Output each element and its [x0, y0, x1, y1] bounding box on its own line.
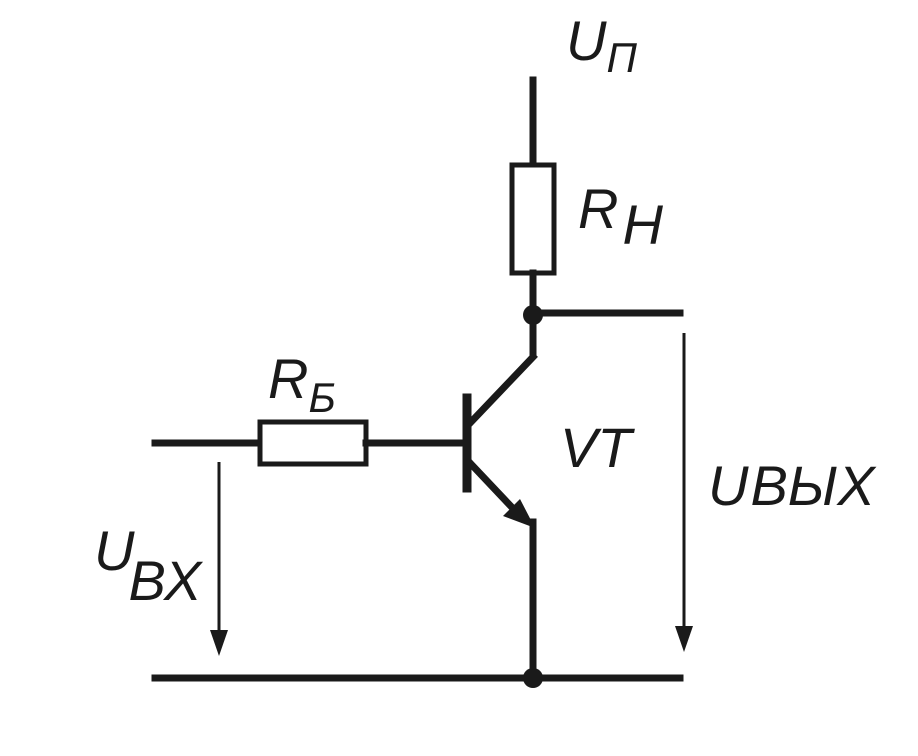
- output-voltage-arrowhead: [675, 626, 693, 652]
- input-voltage-arrowhead: [210, 630, 228, 656]
- load-resistor-label-main: R: [578, 177, 618, 240]
- output-voltage-label-main: U: [708, 454, 749, 517]
- transistor-collector-lead: [466, 352, 538, 427]
- output-voltage-label: UВЫХ: [708, 454, 877, 517]
- base-resistor: [257, 419, 369, 467]
- base-resistor-label-sub: Б: [308, 374, 335, 421]
- supply-label-sub: П: [606, 34, 637, 81]
- load-resistor-label: RН: [578, 177, 663, 256]
- supply-label: UП: [566, 9, 637, 81]
- emitter-junction-dot: [523, 668, 543, 688]
- base-resistor-label: RБ: [268, 347, 336, 421]
- emitter-arrow: [503, 499, 535, 528]
- input-voltage-label-sub: ВХ: [128, 549, 203, 612]
- transistor-label: VT: [560, 416, 635, 479]
- base-resistor-label-main: R: [268, 347, 308, 410]
- load-resistor-label-sub: Н: [622, 193, 663, 256]
- supply-label-main: U: [566, 9, 607, 72]
- output-voltage-label-sub: ВЫХ: [750, 454, 877, 517]
- load-resistor: [509, 162, 557, 276]
- input-voltage-label: UВХ: [94, 519, 204, 612]
- input-voltage-label-main: U: [94, 519, 135, 582]
